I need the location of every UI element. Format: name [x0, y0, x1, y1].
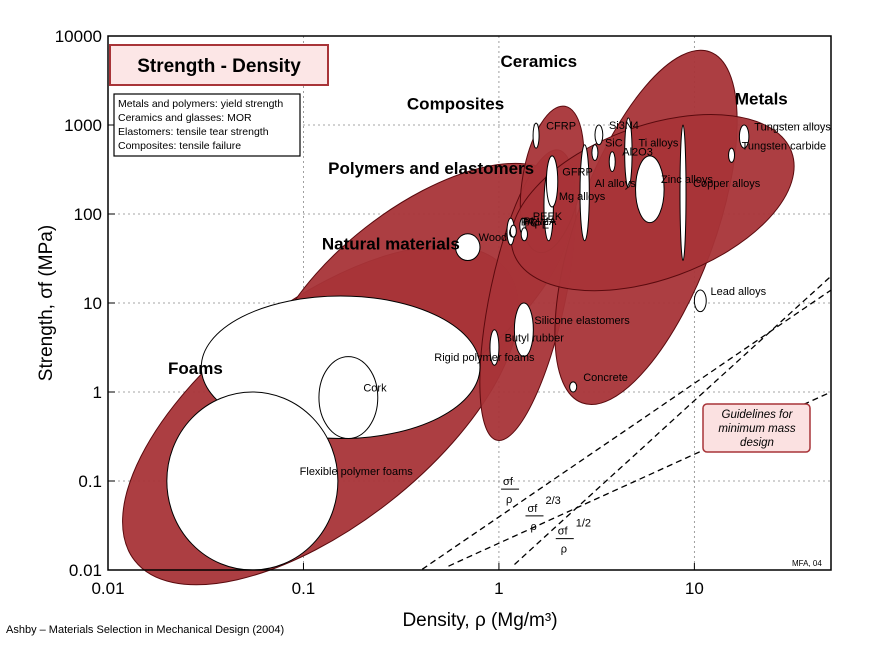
- guideline-exponent: 1/2: [576, 518, 591, 530]
- guideline-numerator: σf: [558, 526, 569, 538]
- material-bubble: [594, 124, 604, 146]
- material-bubble: [545, 155, 559, 208]
- x-tick-label: 1: [494, 579, 503, 598]
- guideline-numerator: σf: [503, 476, 514, 488]
- x-tick-label: 10: [685, 579, 704, 598]
- x-tick-label: 0.1: [292, 579, 316, 598]
- y-tick-label: 10000: [55, 27, 102, 46]
- material-label: Silicone elastomers: [534, 315, 630, 327]
- guideline-2: [421, 289, 832, 570]
- y-tick-label: 100: [74, 205, 102, 224]
- material-bubble: [569, 381, 578, 393]
- material-bubble: [318, 356, 379, 440]
- guidelines-note-line-1: Guidelines for: [722, 409, 794, 421]
- guideline-denominator: ρ: [561, 544, 567, 556]
- material-label: Lead alloys: [711, 286, 767, 298]
- material-label: Zinc alloys: [661, 174, 713, 186]
- material-label: SiC: [605, 138, 623, 150]
- family-label: Metals: [735, 89, 788, 108]
- material-label: Tungsten carbide: [742, 140, 827, 152]
- material-bubble: [693, 289, 707, 313]
- material-label: Flexible polymer foams: [300, 466, 414, 478]
- material-bubble: [166, 391, 339, 571]
- family-label: Ceramics: [501, 52, 578, 71]
- legend-box: [113, 93, 301, 157]
- material-label: PA: [521, 216, 536, 228]
- material-label: Mg alloys: [559, 191, 606, 203]
- guideline-denominator: ρ: [530, 521, 536, 533]
- family-label: Foams: [168, 359, 223, 378]
- material-label: Cork: [363, 383, 387, 395]
- x-tick-label: 0.01: [91, 579, 124, 598]
- guideline-3: [514, 275, 832, 565]
- material-bubble: [635, 155, 665, 224]
- material-label: Wood: [479, 232, 508, 244]
- material-bubble: [738, 124, 750, 149]
- material-label: Concrete: [583, 372, 628, 384]
- material-bubble: [624, 117, 633, 188]
- legend-line-2: Ceramics and glasses: MOR: [118, 112, 252, 124]
- material-label: GFRP: [562, 166, 593, 178]
- guidelines-note-line-2: minimum mass: [718, 423, 796, 435]
- material-label: PET: [534, 219, 556, 231]
- legend-line-3: Elastomers: tensile tear strength: [118, 126, 269, 138]
- material-bubble: [520, 227, 528, 242]
- material-bubbles: [166, 117, 750, 571]
- family-label: Natural materials: [322, 234, 460, 253]
- material-label: Si3N4: [609, 120, 639, 132]
- material-label: Al alloys: [595, 178, 636, 190]
- material-bubble: [532, 122, 540, 149]
- family-label: Composites: [407, 94, 504, 113]
- y-tick-label: 1: [93, 383, 102, 402]
- material-label: PEEK: [533, 211, 563, 223]
- material-label: Copper alloys: [693, 178, 761, 190]
- guideline-denominator: ρ: [506, 494, 512, 506]
- material-bubble: [509, 224, 517, 238]
- material-bubble: [455, 233, 481, 262]
- y-tick-label: 0.1: [78, 472, 102, 491]
- material-bubble: [591, 144, 599, 161]
- material-bubble: [728, 147, 736, 163]
- chart-title: Strength - Density: [137, 56, 301, 77]
- guidelines-note-box: [702, 403, 811, 453]
- material-labels: Foams Natural materials Polymers and elast…: [168, 52, 831, 556]
- material-label: PC: [523, 217, 538, 229]
- material-label: Tungsten alloys: [754, 122, 831, 134]
- guidelines-note-line-3: design: [740, 437, 774, 449]
- material-bubble: [679, 124, 687, 262]
- title-box: [109, 44, 329, 86]
- material-label: PMMA: [523, 216, 557, 228]
- axis-ticks: 0.01 0.1 1 10 0.01 0.1 1 10 100 1000 10000: [55, 27, 704, 598]
- material-label: Butyl rubber: [505, 333, 565, 345]
- material-label: Al2O3: [622, 147, 653, 159]
- material-label: Ti alloys: [638, 138, 678, 150]
- material-bubble: [608, 151, 616, 173]
- x-axis-label: Density, ρ (Mg/m³): [402, 610, 557, 631]
- material-label: Rigid polymer foams: [434, 352, 535, 364]
- guideline-exponent: 2/3: [545, 495, 560, 507]
- material-bubble: [513, 302, 534, 358]
- legend-line-1: Metals and polymers: yield strength: [118, 98, 283, 110]
- material-label: CFRP: [546, 121, 576, 133]
- y-tick-label: 10: [83, 294, 102, 313]
- family-label: Polymers and elastomers: [328, 159, 534, 178]
- y-tick-label: 0.01: [69, 561, 102, 580]
- signature: MFA, 04: [792, 559, 822, 568]
- material-bubble: [579, 144, 590, 242]
- credit-line: Ashby – Materials Selection in Mechanica…: [6, 624, 284, 636]
- guideline-numerator: σf: [527, 503, 538, 515]
- legend-line-4: Composites: tensile failure: [118, 140, 241, 152]
- y-tick-label: 1000: [64, 116, 102, 135]
- material-bubble: [489, 329, 500, 366]
- y-axis-label: Strength, σf (MPa): [36, 225, 57, 381]
